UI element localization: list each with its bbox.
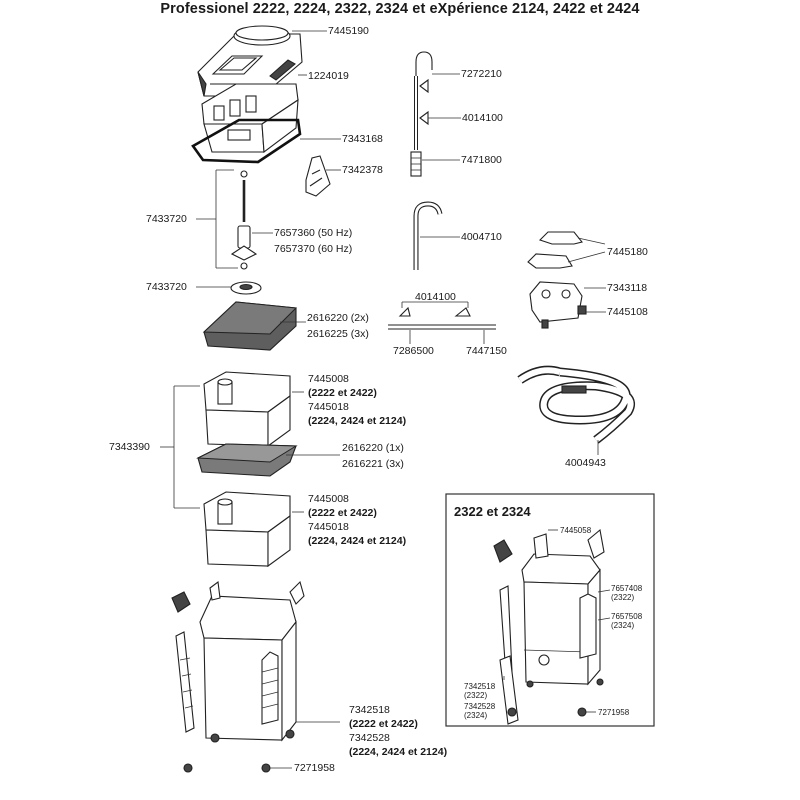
label-basket-top-a-models: (2222 et 2422) [308,387,377,399]
label-feet: 7271958 [294,762,335,774]
foot-icon [183,763,193,773]
label-lid: 7445190 [328,25,369,37]
label-adapter-body: 7343118 [607,282,648,294]
label-basket-bottom-a: 7445008 [308,493,349,505]
label-spray-bar-end: 7447150 [466,345,507,357]
label-basket-bottom-b: 7445018 [308,521,349,533]
inset-label-feet: 7271958 [598,708,630,717]
intake-pipe-drawing [410,51,433,177]
bearing-drawing [230,281,262,295]
label-impeller-cover: 7342378 [342,164,383,176]
label-impeller-50hz: 7657360 (50 Hz) [274,227,353,239]
label-strainer: 7471800 [461,154,502,166]
label-intake-pipe: 7272210 [461,68,502,80]
inset-label-basket: 7445058 [560,526,592,535]
canister-drawing [171,580,305,743]
inset-label-clip-a-models: (2322) [464,691,488,700]
inset-canister-drawing [493,528,605,725]
label-filter-pad-a: 2616220 (2x) [307,312,369,324]
hose-drawing [517,365,635,444]
label-lid-clip: 1224019 [308,70,349,82]
label-filter-pad-d: 2616221 (3x) [342,458,404,470]
label-spray-suction-cups: 4014100 [415,291,456,303]
label-shut-off-valve: 7445108 [607,306,648,318]
inset-label-heater-b-models: (2324) [611,621,635,630]
label-filter-pad-c: 2616220 (1x) [342,442,404,454]
label-clip-b-models: (2224, 2424 et 2124) [349,746,448,758]
label-basket-top-b-models: (2224, 2424 et 2124) [308,415,407,427]
label-axle: 7433720 [146,213,187,225]
foot-icon [261,763,271,773]
lower-basket-drawing [203,491,291,568]
label-clip-a-models: (2222 et 2422) [349,718,418,730]
label-filter-pad-b: 2616225 (3x) [307,328,369,340]
label-pump-head-gasket: 7343168 [342,133,383,145]
page-title: Professionel 2222, 2224, 2322, 2324 et e… [160,1,640,17]
upper-basket-drawing [203,371,291,448]
label-spray-bar: 7286500 [393,345,434,357]
inset-label-heater-a-models: (2322) [611,593,635,602]
label-bearing: 7433720 [146,281,187,293]
spray-bar-drawing [388,306,496,330]
label-clip-a: 7342518 [349,704,390,716]
inset-frame [445,493,655,727]
inset-label-clip-b: 7342528 [464,702,496,711]
lid-drawing [197,25,303,97]
adapter-drawing [527,231,587,329]
label-outlet-bend: 4004710 [461,231,502,243]
label-impeller-60hz: 7657370 (60 Hz) [274,243,353,255]
impeller-drawing [230,170,258,270]
impeller-cover-drawing [305,155,331,197]
outlet-bend-drawing [413,201,443,270]
inset-label-heater-b: 7657508 [611,612,643,621]
label-adapter-levers: 7445180 [607,246,648,258]
pump-head-drawing [191,83,302,164]
inset-title: 2322 et 2324 [454,504,531,519]
label-basket-handle: 7343390 [109,441,150,453]
inset-label-clip-a: 7342518 [464,682,496,691]
inset-label-heater-a: 7657408 [611,584,643,593]
label-basket-bottom-a-models: (2222 et 2422) [308,507,377,519]
label-suction-cup: 4014100 [462,112,503,124]
label-hose: 4004943 [565,457,606,469]
label-basket-bottom-b-models: (2224, 2424 et 2124) [308,535,407,547]
label-clip-b: 7342528 [349,732,390,744]
label-basket-top-b: 7445018 [308,401,349,413]
filter-pad-drawing [202,301,298,351]
label-basket-top-a: 7445008 [308,373,349,385]
inset-label-clip-b-models: (2324) [464,711,488,720]
filter-pad-2-drawing [196,443,298,477]
